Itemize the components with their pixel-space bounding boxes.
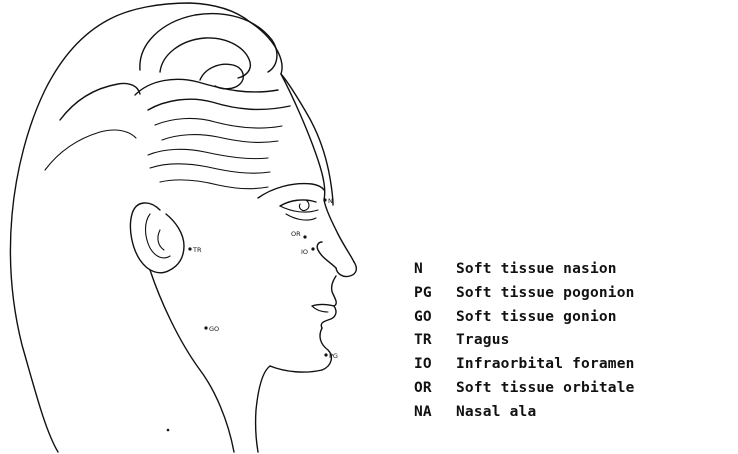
landmark-io: IO bbox=[301, 247, 315, 256]
legend-abbr: GO bbox=[414, 306, 456, 330]
landmark-go-dot bbox=[204, 326, 207, 329]
legend-name: Soft tissue nasion bbox=[456, 261, 617, 277]
hair-outline bbox=[10, 3, 333, 452]
landmark-tr-label: TR bbox=[192, 246, 202, 254]
landmark-or-dot bbox=[303, 235, 306, 238]
ear bbox=[130, 203, 184, 273]
legend-item-pg: PGSoft tissue pogonion bbox=[414, 282, 738, 306]
scan-speck bbox=[167, 429, 170, 432]
landmark-or-label: OR bbox=[291, 230, 301, 238]
legend-item-go: GOSoft tissue gonion bbox=[414, 306, 738, 330]
face-profile bbox=[150, 74, 356, 452]
legend-abbr: OR bbox=[414, 377, 456, 401]
legend-abbr: PG bbox=[414, 282, 456, 306]
landmark-go-label: GO bbox=[209, 325, 219, 333]
landmark-io-dot bbox=[311, 247, 314, 250]
landmark-tr: TR bbox=[188, 246, 202, 254]
landmark-tr-dot bbox=[188, 247, 191, 250]
legend-abbr: N bbox=[414, 258, 456, 282]
legend-abbr: TR bbox=[414, 329, 456, 353]
legend-abbr: IO bbox=[414, 353, 456, 377]
landmark-pg-label: PG bbox=[329, 352, 338, 360]
legend-item-or: ORSoft tissue orbitale bbox=[414, 377, 738, 401]
landmark-legend: NSoft tissue nasion PGSoft tissue pogoni… bbox=[414, 258, 738, 425]
legend-abbr: NA bbox=[414, 401, 456, 425]
legend-name: Soft tissue orbitale bbox=[456, 380, 635, 396]
legend-name: Soft tissue gonion bbox=[456, 309, 617, 325]
landmark-pg-dot bbox=[324, 353, 327, 356]
legend-name: Tragus bbox=[456, 332, 510, 348]
landmark-n-dot bbox=[323, 198, 326, 201]
legend-name: Infraorbital foramen bbox=[456, 356, 635, 372]
legend-name: Soft tissue pogonion bbox=[456, 285, 635, 301]
legend-item-na: NANasal ala bbox=[414, 401, 738, 425]
legend-name: Nasal ala bbox=[456, 404, 536, 420]
landmark-io-label: IO bbox=[301, 248, 308, 256]
legend-item-io: IOInfraorbital foramen bbox=[414, 353, 738, 377]
eye bbox=[258, 184, 324, 220]
landmark-or: OR bbox=[291, 230, 307, 239]
landmark-n-label: N bbox=[328, 197, 333, 205]
legend-item-n: NSoft tissue nasion bbox=[414, 258, 738, 282]
legend-item-tr: TRTragus bbox=[414, 329, 738, 353]
landmark-go: GO bbox=[204, 325, 219, 333]
landmark-pg: PG bbox=[324, 352, 338, 360]
